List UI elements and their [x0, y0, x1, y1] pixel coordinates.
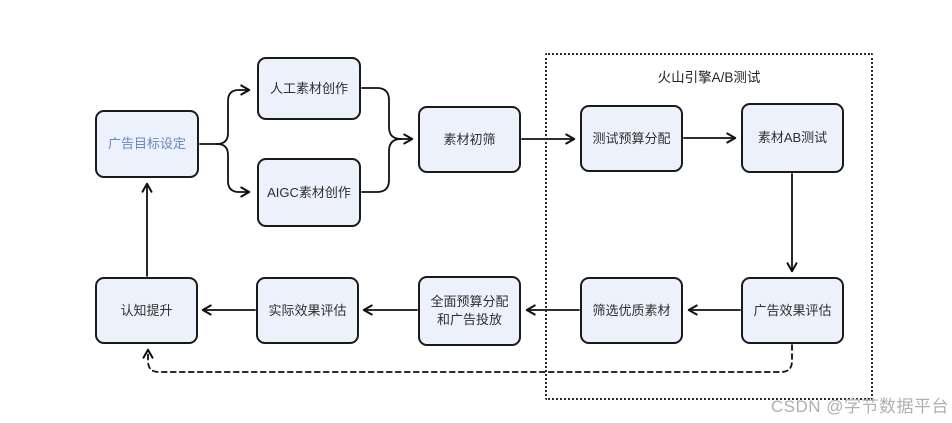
- node-manual-creation-label: 人工素材创作: [269, 80, 348, 96]
- node-real-eval[interactable]: 实际效果评估: [256, 277, 359, 344]
- group-title: 火山引擎A/B测试: [657, 70, 761, 85]
- ab-test-group-container: 火山引擎A/B测试: [545, 53, 873, 400]
- node-effect-eval[interactable]: 广告效果评估: [741, 277, 844, 344]
- edge-adgoal-to-manual: [216, 84, 251, 145]
- node-ad-goal-label: 广告目标设定: [107, 136, 186, 152]
- node-test-budget[interactable]: 测试预算分配: [580, 105, 683, 172]
- node-aigc-creation-label: AIGC素材创作: [267, 184, 351, 200]
- node-cognition[interactable]: 认知提升: [95, 277, 198, 344]
- edge-aigc-to-screening: [361, 138, 402, 193]
- node-ab-test-label: 素材AB测试: [757, 130, 828, 146]
- csdn-watermark: CSDN @字节数据平台: [770, 397, 949, 416]
- edge-effecteval-to-cognition-dashed: [142, 344, 793, 373]
- node-ab-test[interactable]: 素材AB测试: [741, 103, 844, 173]
- edge-manual-to-screening: [361, 87, 402, 140]
- node-initial-screening-label: 素材初筛: [443, 131, 496, 147]
- node-initial-screening[interactable]: 素材初筛: [418, 106, 521, 173]
- node-real-eval-label: 实际效果评估: [268, 302, 347, 318]
- node-select-quality[interactable]: 筛选优质素材: [580, 277, 683, 344]
- node-manual-creation[interactable]: 人工素材创作: [257, 57, 361, 120]
- node-select-quality-label: 筛选优质素材: [592, 302, 671, 318]
- edge-adgoal-to-aigc: [216, 143, 251, 198]
- node-ad-goal[interactable]: 广告目标设定: [95, 110, 199, 178]
- node-full-budget[interactable]: 全面预算分配 和广告投放: [418, 276, 521, 346]
- node-aigc-creation[interactable]: AIGC素材创作: [257, 158, 361, 227]
- node-full-budget-label: 全面预算分配 和广告投放: [430, 294, 509, 327]
- node-test-budget-label: 测试预算分配: [592, 130, 671, 146]
- node-effect-eval-label: 广告效果评估: [753, 302, 832, 318]
- node-cognition-label: 认知提升: [120, 302, 173, 318]
